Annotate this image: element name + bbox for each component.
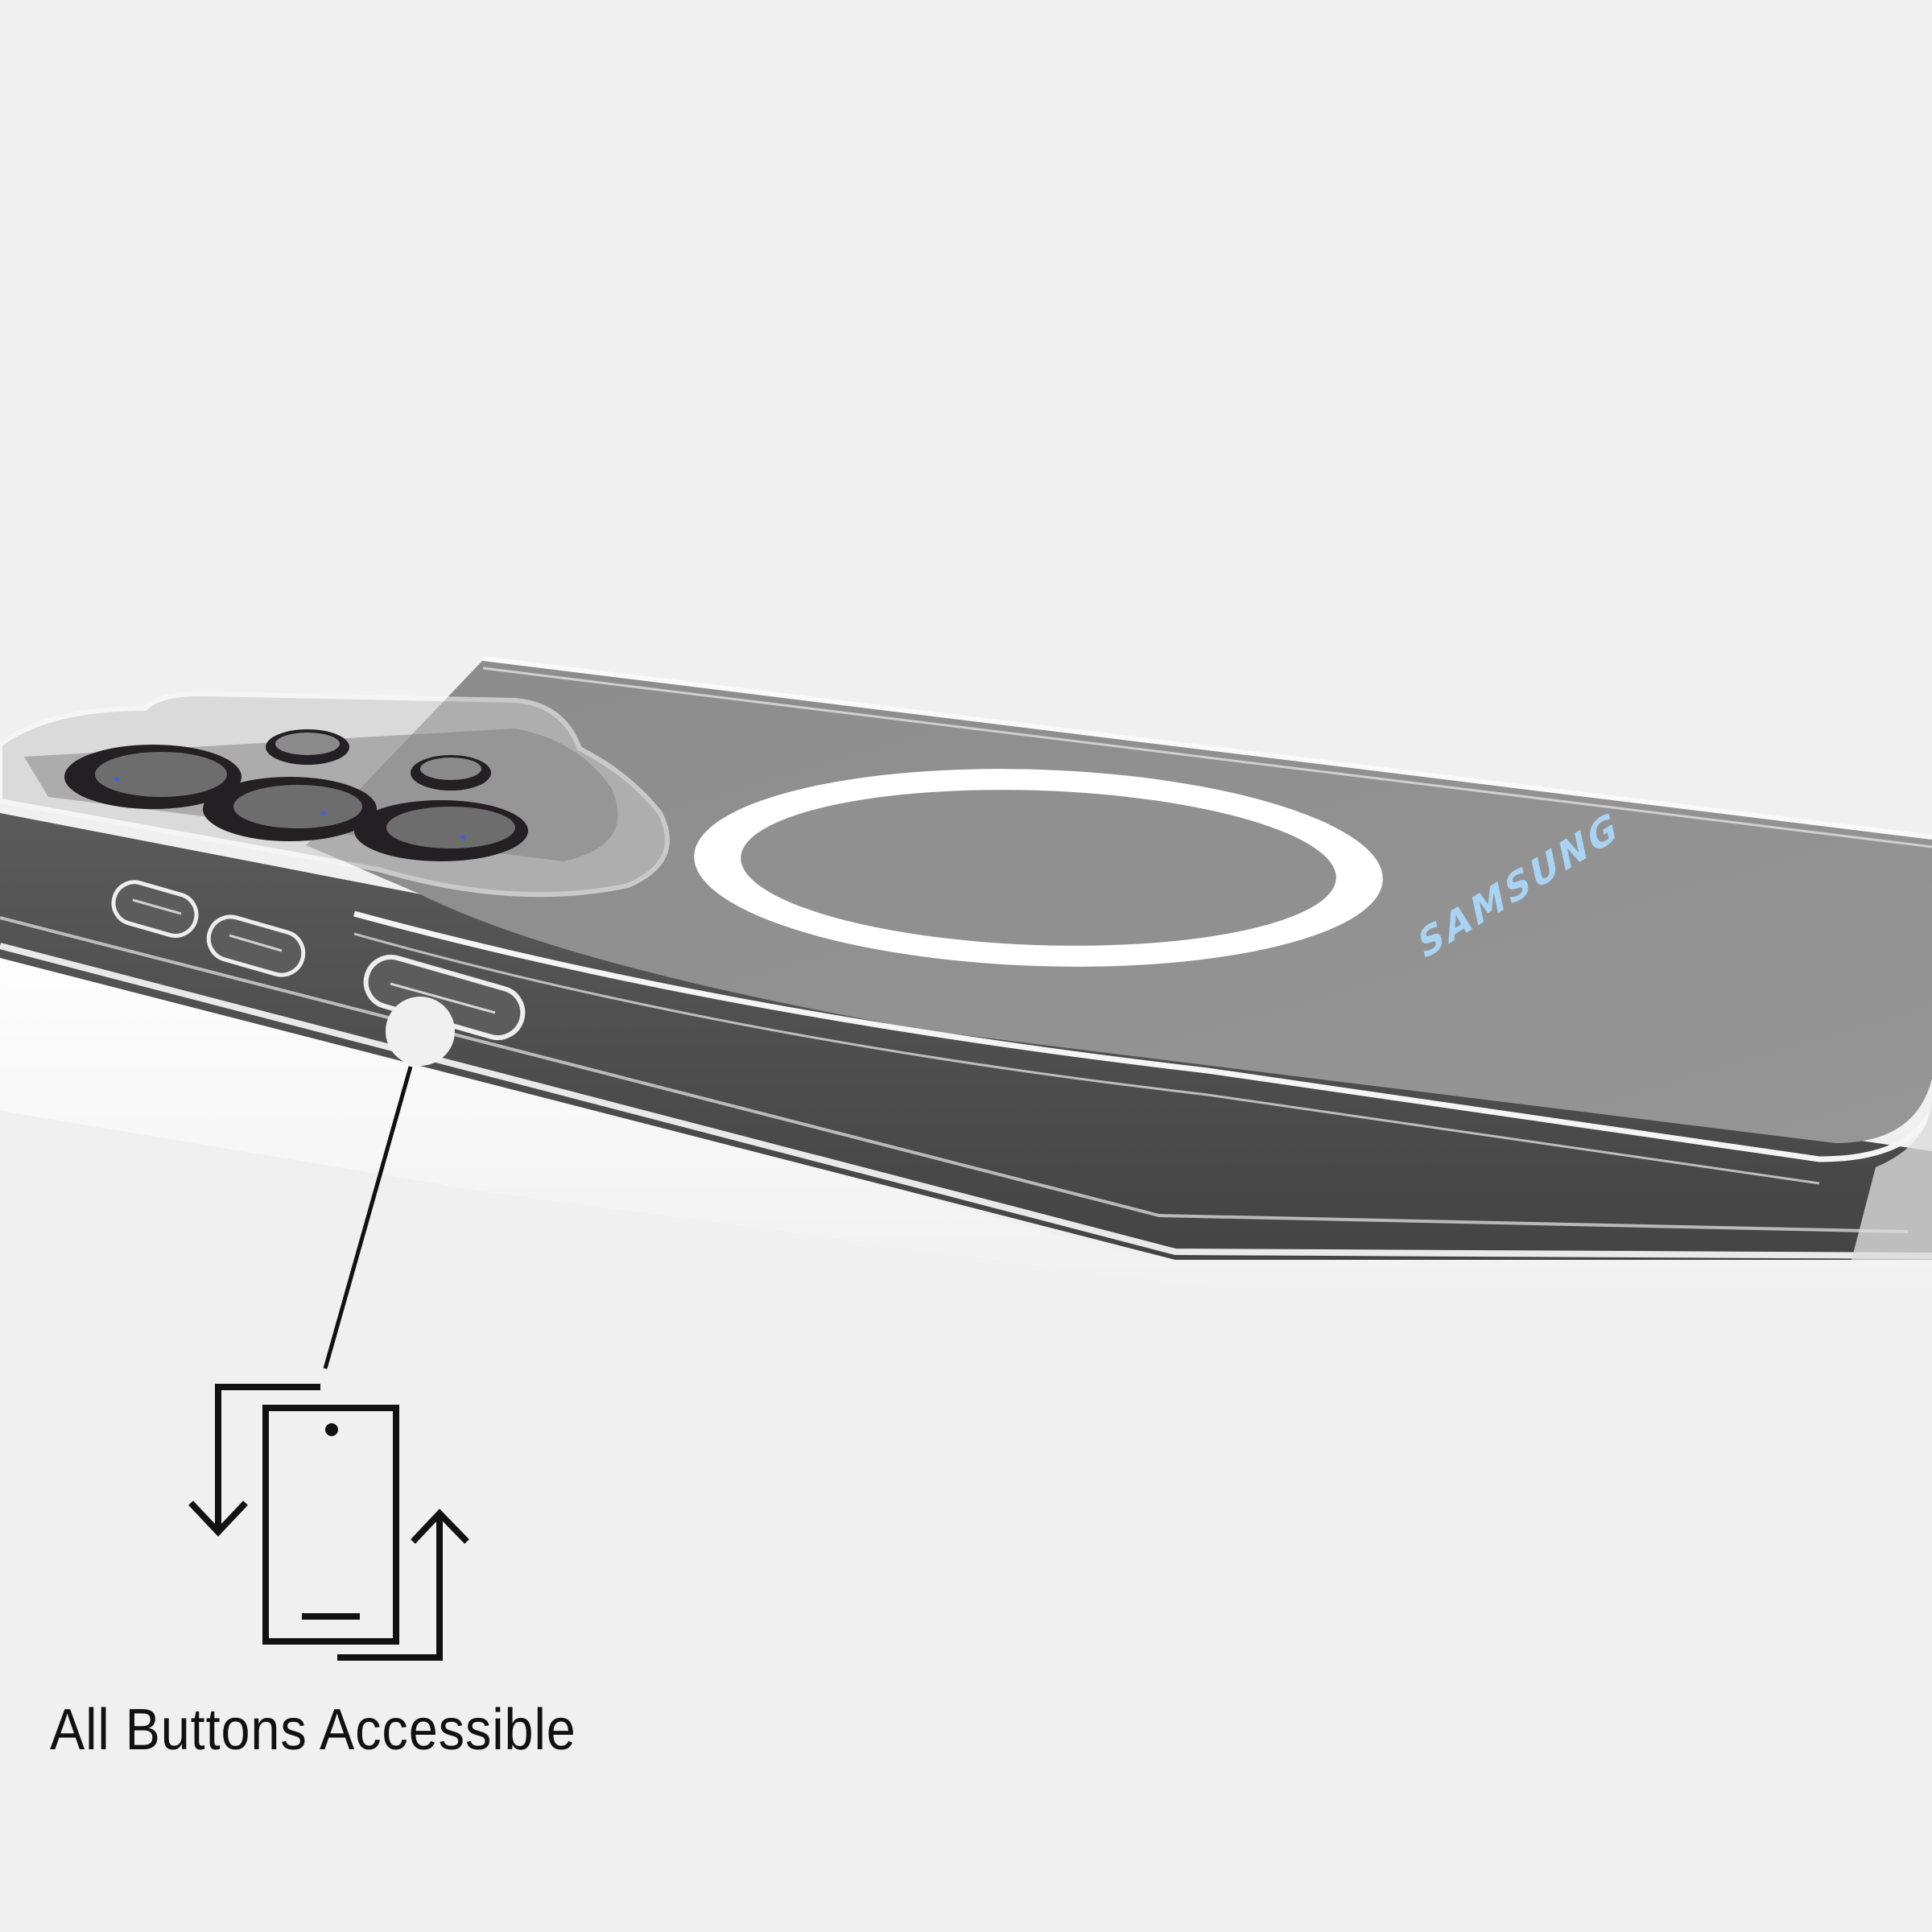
phone-rotate-icon — [188, 1384, 469, 1661]
case-corner — [1852, 1095, 1932, 1260]
floor-reflection — [0, 926, 1932, 1304]
camera-lens — [354, 800, 528, 861]
callout-dot — [386, 997, 455, 1066]
camera-lens — [64, 745, 242, 809]
camera-lens — [411, 755, 491, 791]
feature-label: All Buttons Accessible — [50, 1698, 576, 1762]
camera-module — [0, 691, 670, 898]
camera-lens — [203, 777, 377, 841]
mag-ring — [694, 769, 1383, 967]
camera-lens — [266, 729, 349, 765]
side-button-cutout — [206, 914, 306, 977]
side-button-cutout — [111, 880, 199, 938]
callout-line — [323, 1066, 413, 1369]
